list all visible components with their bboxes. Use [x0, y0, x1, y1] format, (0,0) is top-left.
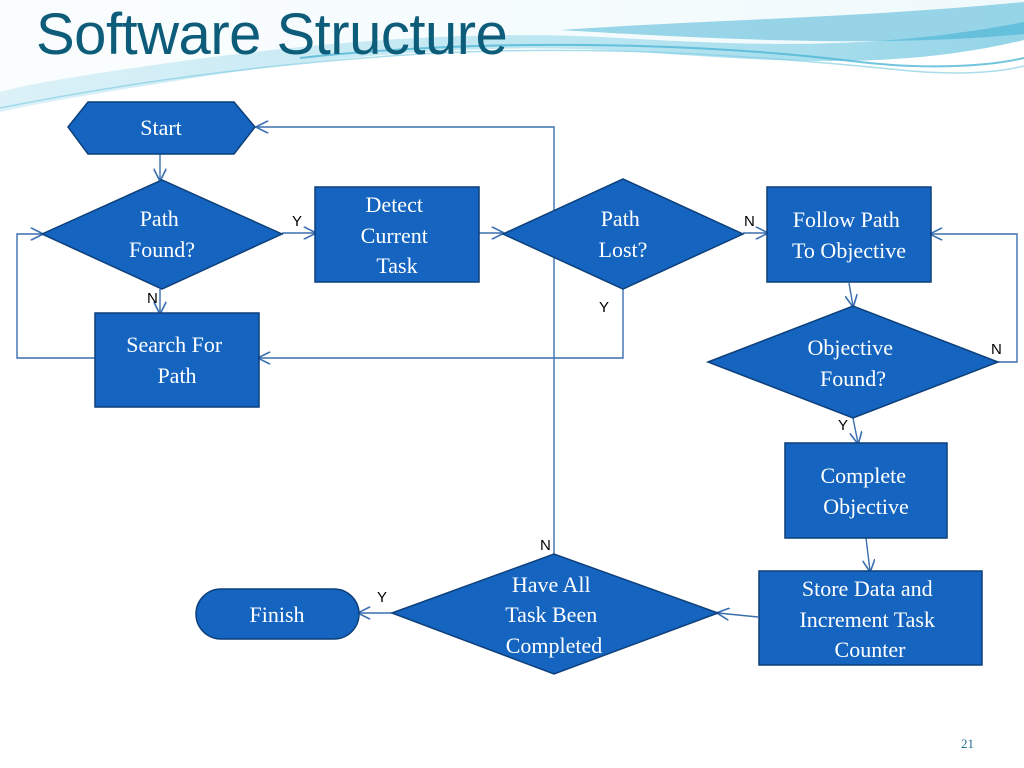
node-path-found-line-2: Found?: [129, 237, 195, 262]
node-all-done: Have All Task Been Completed: [389, 553, 721, 675]
node-path-found-line-1: Path: [140, 206, 179, 231]
svg-text:Finish: Finish: [249, 602, 304, 627]
connector-objective-yes: [853, 417, 858, 443]
connector-store-to-all-done: [718, 613, 759, 617]
node-detect-task-line-1: Detect: [366, 192, 423, 217]
connector-objective-no: [931, 234, 1018, 363]
node-finish: Finish: [195, 588, 360, 640]
svg-text:Complete Objective: Complete Objective: [820, 463, 911, 519]
node-detect-task-line-3: Task: [376, 253, 417, 278]
edge-labels: Y N N Y N Y N Y: [147, 213, 1002, 606]
node-complete-objective-line-2: Objective: [823, 494, 909, 519]
node-detect-task: Detect Current Task: [314, 186, 480, 283]
edge-label-path-lost-no: N: [744, 213, 755, 230]
connector-all-done-no: [257, 127, 555, 554]
edge-label-all-done-no: N: [540, 537, 551, 554]
svg-text:Start: Start: [140, 115, 182, 140]
svg-text:Objective Found?: Objective Found?: [807, 335, 898, 391]
node-detect-task-line-2: Current: [361, 223, 428, 248]
header-wave-decoration: [0, 0, 1024, 112]
svg-text:Search For Path: Search For Path: [126, 332, 227, 388]
node-start: Start: [67, 101, 256, 155]
node-follow-path-line-2: To Objective: [792, 238, 906, 263]
edge-label-all-done-yes: Y: [377, 589, 387, 606]
svg-text:Path Lost?: Path Lost?: [599, 206, 648, 262]
node-search-path-line-1: Search For: [126, 332, 223, 357]
node-path-lost-line-2: Lost?: [599, 237, 648, 262]
svg-text:Follow Path To Objecti: Follow Path To Objective: [792, 207, 906, 263]
node-start-label: Start: [140, 115, 182, 140]
edge-label-path-lost-yes: Y: [599, 299, 609, 316]
node-finish-label: Finish: [249, 602, 304, 627]
node-objective-found: Objective Found?: [705, 305, 1001, 419]
connector-search-loop: [16, 234, 95, 359]
svg-text:Detect Current: Detect Current Task: [361, 192, 434, 278]
node-path-found: Path Found?: [40, 179, 284, 290]
node-follow-path-line-1: Follow Path: [793, 207, 900, 232]
node-store-data: Store Data and Increment Task Counter: [758, 570, 983, 666]
node-objective-found-line-2: Found?: [820, 366, 886, 391]
node-path-lost: Path Lost?: [501, 178, 745, 290]
node-all-done-line-2: Task Been: [505, 602, 597, 627]
node-search-path-line-2: Path: [157, 363, 196, 388]
node-search-path: Search For Path: [94, 312, 260, 408]
svg-text:Path Found?: Path Found?: [129, 206, 195, 262]
edge-label-path-found-yes: Y: [292, 213, 302, 230]
node-complete-objective-line-1: Complete: [820, 463, 906, 488]
node-store-data-line-1: Store Data and: [802, 576, 933, 601]
node-all-done-line-1: Have All: [512, 572, 591, 597]
page-number: 21: [961, 736, 974, 751]
node-complete-objective: Complete Objective: [784, 442, 948, 539]
node-path-lost-line-1: Path: [601, 206, 640, 231]
node-store-data-line-3: Counter: [835, 637, 907, 662]
svg-text:Store Data and Increme: Store Data and Increment Task Counter: [799, 576, 940, 662]
edge-label-objective-found-no: N: [991, 341, 1002, 358]
connector-follow-to-objective: [849, 282, 853, 306]
connector-path-lost-yes: [259, 289, 624, 358]
edge-label-path-found-no: N: [147, 290, 158, 307]
connector-complete-to-store: [866, 537, 870, 571]
slide-title: Software Structure: [36, 2, 508, 67]
connectors: [16, 127, 1018, 617]
edge-label-objective-found-yes: Y: [838, 417, 848, 434]
node-all-done-line-3: Completed: [506, 633, 603, 658]
node-objective-found-line-1: Objective: [807, 335, 893, 360]
node-follow-path: Follow Path To Objective: [766, 186, 932, 283]
node-store-data-line-2: Increment Task: [799, 607, 935, 632]
svg-text:Have All Task Been: Have All Task Been Completed: [505, 572, 602, 658]
